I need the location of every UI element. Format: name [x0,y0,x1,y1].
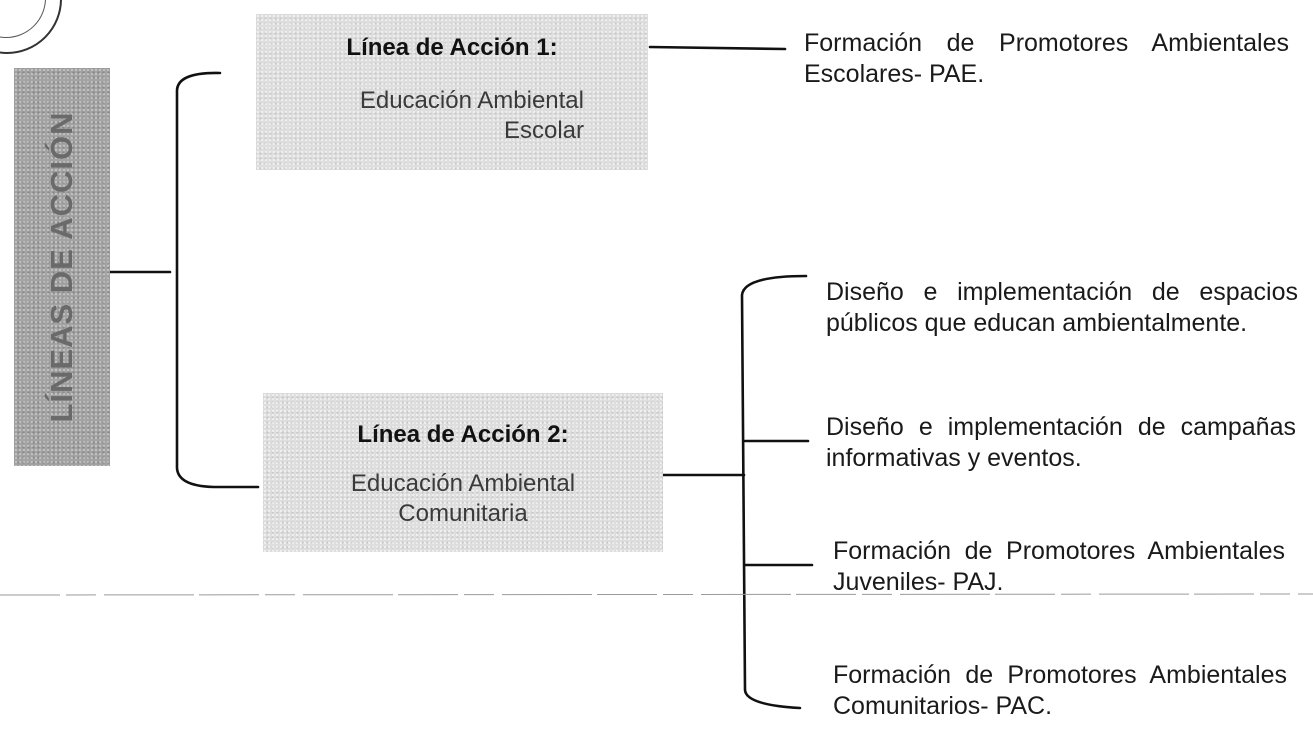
line1-item-pae: Formación de Promotores Ambientales Esco… [804,29,1289,88]
line2-item-campanas: Diseño e implementación de campañas info… [826,413,1296,472]
line2-bracket [740,274,808,710]
line2-item-paj: Formación de Promotores Ambientales Juve… [833,537,1285,596]
line2-item-pac: Formación de Promotores Ambientales Comu… [833,661,1287,720]
root-bracket [175,71,260,489]
action-line-2-box: Línea de Acción 2: Educación Ambiental C… [263,393,663,552]
root-box [14,68,110,466]
root-label: LÍNEAS DE ACCIÓN [44,111,79,423]
action-line-2-subtitle: Educación Ambiental Comunitaria [350,470,576,527]
action-line-1-title: Línea de Acción 1: [346,34,558,61]
line1-connector [648,45,787,51]
action-line-2-title: Línea de Acción 2: [357,421,569,448]
action-line-1-box: Línea de Acción 1: Educación Ambiental E… [256,14,648,170]
action-line-1-subtitle: Educación Ambiental Escolar [359,87,584,144]
scan-line [0,593,1313,596]
line2-item-espacios-publicos: Diseño e implementación de espacios públ… [826,278,1298,337]
